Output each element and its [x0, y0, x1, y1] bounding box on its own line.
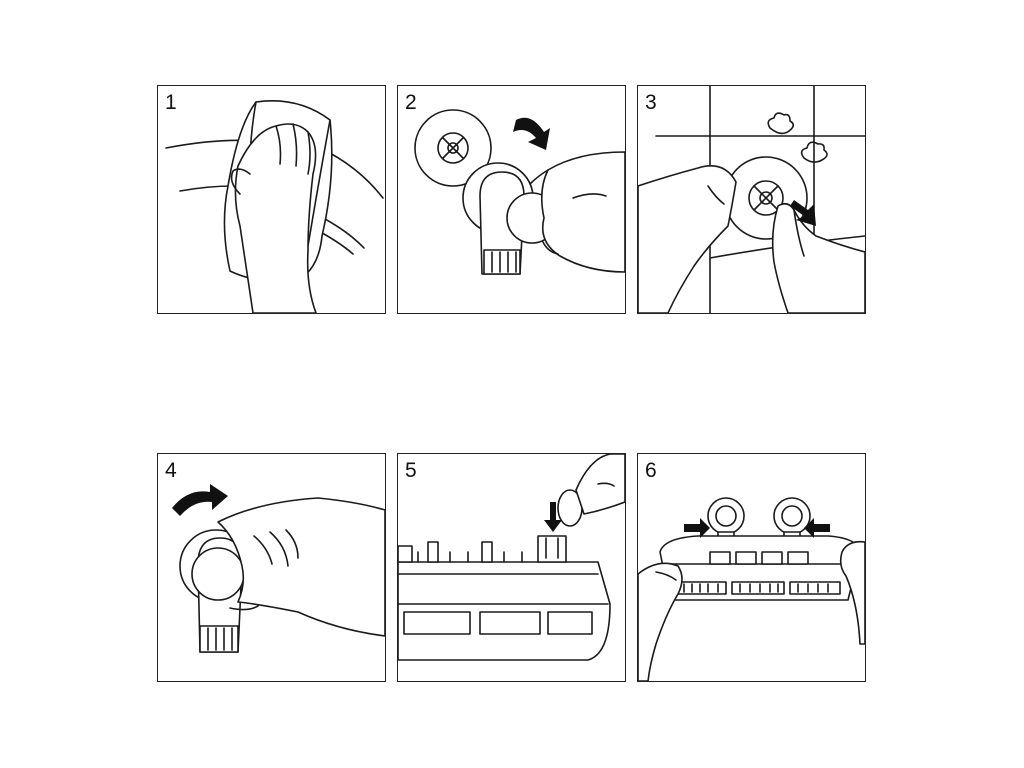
- hang-shelf-illustration: [638, 497, 865, 681]
- step-number: 3: [645, 91, 657, 114]
- wipe-surface-illustration: [165, 100, 384, 313]
- step-1-panel: 1: [157, 85, 386, 314]
- step-number: 2: [405, 91, 417, 114]
- step-5-panel: 5: [397, 453, 626, 682]
- step-number: 6: [645, 459, 657, 482]
- step-number: 5: [405, 459, 417, 482]
- peel-film-illustration: [414, 109, 625, 275]
- step-number: 4: [165, 459, 177, 482]
- step-2-panel: 2: [397, 85, 626, 314]
- press-disc-illustration: [638, 86, 865, 313]
- step-3-panel: 3: [637, 85, 866, 314]
- insert-hook-illustration: [398, 454, 625, 661]
- step-number: 1: [165, 91, 177, 114]
- step-6-panel: 6: [637, 453, 866, 682]
- twist-cap-illustration: [172, 484, 385, 653]
- step-4-panel: 4: [157, 453, 386, 682]
